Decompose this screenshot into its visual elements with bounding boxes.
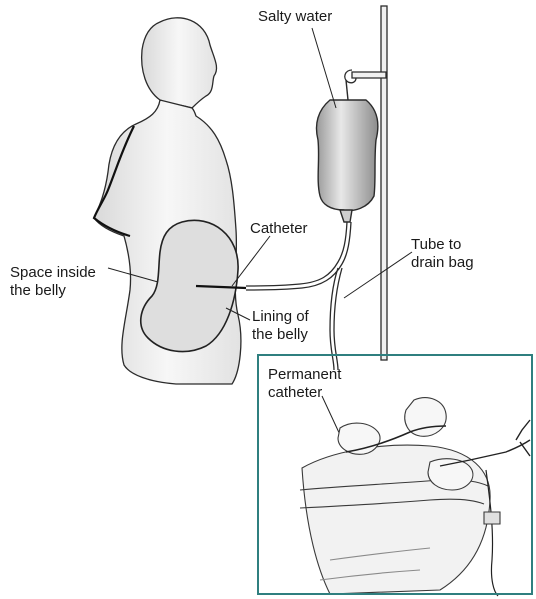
iv-pole-shaft (381, 6, 387, 360)
fluid-bag (317, 80, 378, 222)
label-permanent-catheter: Permanent catheter (268, 366, 341, 402)
bag-outlet (340, 210, 352, 222)
label-lining-of-belly: Lining of the belly (252, 308, 309, 344)
iv-pole-hook-arm (352, 72, 386, 78)
label-catheter: Catheter (250, 220, 308, 238)
label-salty-water: Salty water (258, 8, 332, 26)
bag-body (317, 100, 378, 210)
leader-salty-water (312, 28, 336, 108)
leader-tube-to-drain (344, 252, 412, 298)
label-space-inside-belly: Space inside the belly (10, 264, 96, 300)
bag-hanger (346, 80, 348, 100)
person-head (142, 18, 217, 108)
label-tube-to-drain-bag: Tube to drain bag (411, 236, 474, 272)
